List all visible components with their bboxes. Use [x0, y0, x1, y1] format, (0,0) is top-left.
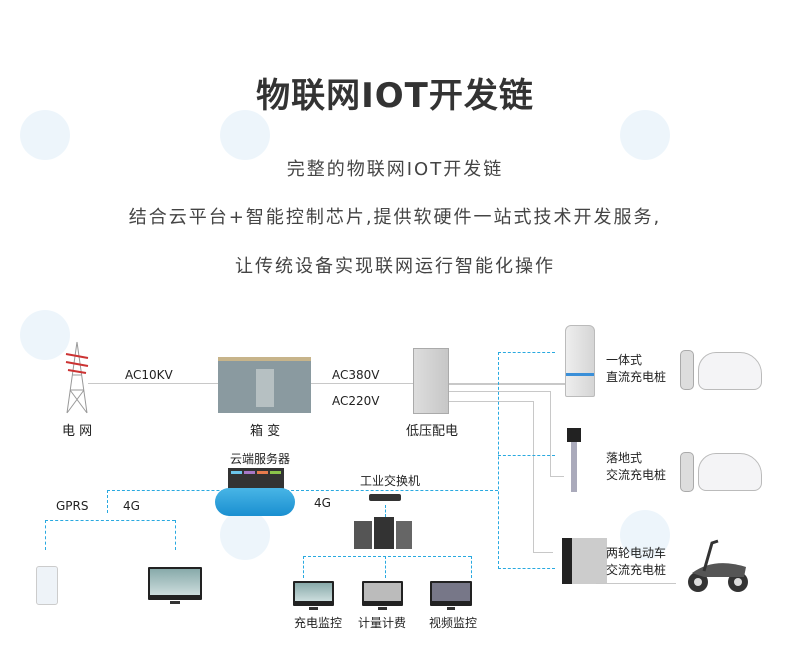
video-monitor-label: 视频监控	[429, 616, 478, 630]
switch-icon	[369, 494, 401, 501]
watermark-icon	[220, 110, 270, 160]
box-transformer-icon	[218, 357, 311, 413]
power-line	[435, 383, 565, 385]
ac-charger-pole-icon	[571, 442, 577, 492]
watermark-icon	[620, 510, 670, 560]
power-line	[550, 391, 551, 477]
network-line	[471, 556, 472, 578]
box-transformer-label: 箱 变	[250, 424, 281, 439]
cloud-icon	[215, 488, 295, 516]
metering-screen-icon	[362, 581, 403, 610]
dc-charger-icon	[565, 325, 595, 397]
network-line	[385, 505, 386, 517]
power-line	[305, 383, 415, 384]
power-line	[596, 583, 676, 584]
network-line	[303, 556, 471, 557]
network-line	[45, 520, 46, 550]
network-line	[45, 520, 175, 521]
cloud-server-label: 云端服务器	[230, 452, 291, 466]
ac380v-label: AC380V	[332, 368, 380, 382]
power-tower-icon	[65, 341, 89, 414]
network-line	[498, 352, 499, 569]
video-screen-icon	[430, 581, 472, 610]
power-line	[533, 552, 553, 553]
ac220v-label: AC220V	[332, 394, 380, 408]
monitor-icon	[148, 567, 202, 604]
watermark-icon	[220, 510, 270, 560]
charger-name: 交流充电桩	[606, 563, 667, 577]
grid-label: 电 网	[62, 424, 93, 439]
gprs-label: GPRS	[56, 499, 89, 513]
page-title: 物联网IOT开发链	[256, 76, 534, 116]
ebike-charger-icon	[562, 538, 607, 584]
subtitle-line: 让传统设备实现联网运行智能化操作	[235, 256, 555, 277]
server-icon	[374, 517, 394, 549]
charger-label: 一体式直流充电桩	[606, 352, 666, 386]
power-line	[88, 383, 223, 384]
charger-type: 一体式	[606, 353, 643, 367]
network-line	[175, 520, 176, 550]
server-icon	[396, 521, 412, 549]
distribution-cabinet-icon	[413, 348, 449, 414]
network-line	[385, 556, 386, 578]
network-line	[107, 490, 108, 513]
charger-type: 两轮电动车	[606, 546, 667, 560]
watermark-icon	[620, 110, 670, 160]
car-icon	[698, 352, 762, 390]
power-line	[550, 476, 564, 477]
charger-label: 落地式交流充电桩	[606, 450, 666, 484]
power-line	[435, 401, 533, 402]
charger-name: 交流充电桩	[606, 468, 667, 482]
4g-right-label: 4G	[314, 496, 331, 510]
charger-label: 两轮电动车交流充电桩	[606, 545, 666, 579]
ac10kv-label: AC10KV	[125, 368, 173, 382]
subtitle-line: 完整的物联网IOT开发链	[286, 159, 504, 180]
charger-name: 直流充电桩	[606, 370, 667, 384]
network-line	[498, 568, 555, 569]
server-icon	[354, 521, 372, 549]
charger-type: 落地式	[606, 451, 643, 465]
wallbox-icon	[680, 350, 694, 390]
charge-monitor-label: 充电监控	[294, 616, 343, 630]
network-line	[107, 490, 498, 491]
watermark-icon	[20, 110, 70, 160]
power-line	[533, 401, 534, 553]
watermark-icon	[20, 310, 70, 360]
scooter-icon	[688, 539, 748, 592]
network-line	[498, 352, 555, 353]
car-icon	[698, 453, 762, 491]
metering-label: 计量计费	[358, 616, 407, 630]
power-line	[435, 391, 550, 392]
switch-label: 工业交换机	[360, 474, 421, 488]
low-voltage-label: 低压配电	[406, 424, 459, 439]
4g-left-label: 4G	[123, 499, 140, 513]
phone-icon	[36, 566, 58, 605]
network-line	[498, 455, 555, 456]
wallbox-icon	[680, 452, 694, 492]
ac-charger-head-icon	[567, 428, 581, 442]
subtitle-line: 结合云平台+智能控制芯片,提供软硬件一站式技术开发服务,	[128, 207, 662, 228]
network-line	[303, 556, 304, 578]
charge-monitor-screen-icon	[293, 581, 334, 610]
